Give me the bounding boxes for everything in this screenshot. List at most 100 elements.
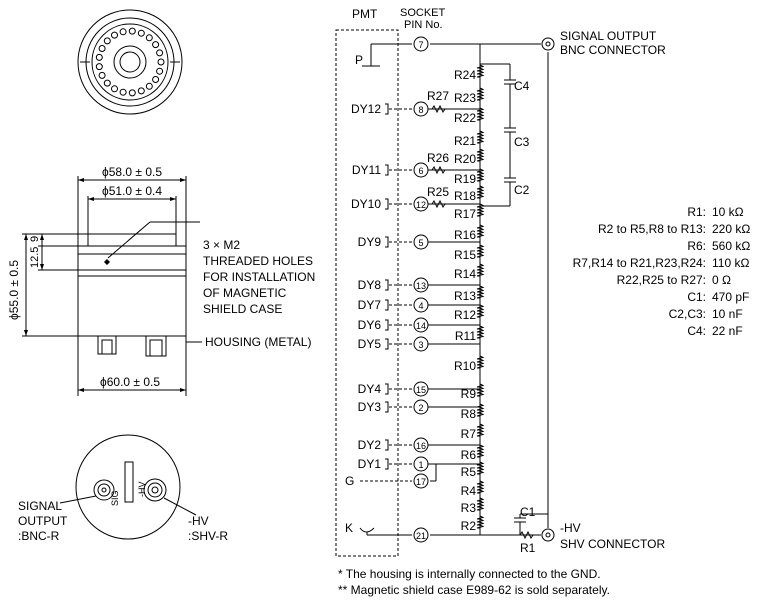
resistor-symbol: [431, 199, 446, 209]
socket-pin-hole: [119, 88, 127, 96]
resistor-symbol: [476, 285, 485, 299]
resistor-r3: R3: [461, 501, 477, 515]
dynode-symbol: [385, 319, 389, 331]
cathode-label: K: [345, 521, 353, 535]
resistor-symbol: [431, 165, 446, 175]
resistor-r16: R16: [454, 228, 476, 242]
pin-3-number: 3: [418, 340, 423, 350]
resistor-r14: R14: [454, 267, 476, 281]
housing-label: HOUSING (METAL): [205, 335, 311, 349]
bottom-hv-2: :SHV-R: [188, 529, 228, 543]
dynode-symbol: [385, 383, 389, 395]
dynode-symbol: [385, 439, 389, 451]
dynode-label-dy7: DY7: [358, 298, 382, 312]
pin-8-number: 8: [418, 105, 423, 115]
shv-connector-label: SHV CONNECTOR: [560, 537, 665, 551]
resistor-r15: R15: [454, 248, 476, 262]
socket-pin-hole: [152, 41, 160, 49]
holes-note-4: OF MAGNETIC: [203, 286, 287, 300]
resistor-symbol: [476, 444, 485, 458]
socket-pin-hole: [145, 34, 153, 42]
resistor-r20: R20: [454, 152, 476, 166]
socket-pin-hole: [95, 53, 103, 61]
socket-pin-hole: [103, 79, 111, 87]
dynode-symbol: [385, 299, 389, 311]
resistor-symbol: [476, 423, 485, 437]
capacitor-c1: C1: [520, 505, 536, 519]
hv-label: -HV: [560, 521, 581, 535]
pin-1-number: 1: [418, 460, 423, 470]
value-key: R1:: [687, 205, 706, 219]
pin-5-number: 5: [418, 238, 423, 248]
socket-pin-hole: [128, 89, 136, 97]
resistor-symbol: [476, 497, 485, 511]
pin-13-number: 13: [416, 281, 426, 291]
resistor-symbol: [476, 480, 485, 494]
resistor-symbol: [476, 461, 485, 475]
dynode-label-dy6: DY6: [358, 318, 382, 332]
holes-note-1: 3 × M2: [203, 238, 240, 252]
anode-label: P: [355, 53, 363, 67]
resistor-symbol: [476, 185, 485, 199]
socket-pin-hole: [145, 82, 153, 90]
resistor-r11: R11: [455, 329, 476, 343]
resistor-r26: R26: [427, 151, 449, 165]
socket-pin-hole: [111, 31, 118, 39]
dynode-symbol: [385, 338, 389, 350]
resistor-r22: R22: [454, 111, 476, 125]
pin-6-number: 6: [418, 166, 423, 176]
socket-pin-hole: [152, 76, 160, 83]
top-view-drawing: [77, 9, 183, 115]
resistor-r21: R21: [454, 134, 476, 148]
pin-7-number: 7: [418, 40, 423, 50]
resistor-r17: R17: [454, 207, 476, 221]
pin-17: [413, 473, 429, 489]
bnc-connector-label: BNC CONNECTOR: [560, 43, 666, 57]
resistor-symbol: [476, 383, 485, 397]
dim-9: 9: [29, 236, 41, 242]
value-key: R2 to R5,R8 to R13:: [598, 222, 706, 236]
value-key: C2,C3:: [669, 307, 706, 321]
dynode-symbol: [385, 198, 389, 210]
value-val: 110 kΩ: [712, 256, 749, 270]
pin-21: [413, 527, 429, 543]
resistor-r25: R25: [427, 185, 449, 199]
pin-21-number: 21: [416, 531, 426, 541]
resistor-r7: R7: [461, 427, 477, 441]
resistor-symbol: [476, 403, 485, 417]
pin-14-number: 14: [416, 321, 426, 331]
pin-5: [413, 234, 429, 250]
resistor-symbol: [476, 64, 485, 78]
resistor-symbol: [476, 244, 485, 258]
value-val: 0 Ω: [712, 273, 731, 287]
socket-pin-hole: [119, 28, 127, 36]
pin-7: [413, 36, 429, 52]
pin-15-number: 15: [416, 385, 426, 395]
resistor-r18: R18: [454, 189, 476, 203]
bottom-hv-1: -HV: [188, 514, 209, 528]
dynode-label-dy8: DY8: [358, 278, 382, 292]
dynode-label-dy3: DY3: [358, 400, 382, 414]
resistor-r8: R8: [461, 407, 477, 421]
socket-header: SOCKET: [400, 7, 446, 19]
resistor-r13: R13: [454, 289, 476, 303]
pin-16-number: 16: [416, 441, 426, 451]
capacitor-c2: C2: [514, 183, 530, 197]
bottom-view-drawing: [59, 434, 197, 540]
resistor-symbol: [476, 325, 485, 339]
resistor-symbol: [519, 530, 534, 540]
note-ground: * The housing is internally connected to…: [338, 567, 601, 581]
dynode-label-dy1: DY1: [358, 457, 382, 471]
dim-12-5: 12.5: [29, 247, 41, 268]
pin-16: [413, 437, 429, 453]
socket-pin-hole: [111, 85, 118, 93]
resistor-symbol: [476, 87, 485, 101]
resistor-r2: R2: [461, 519, 477, 533]
pin-12: [413, 196, 429, 212]
value-val: 22 nF: [712, 324, 743, 338]
socket-pin-hole: [156, 49, 164, 57]
pin-number-header: PIN No.: [404, 19, 443, 31]
resistor-r6: R6: [461, 448, 477, 462]
socket-pin-hole: [95, 63, 103, 71]
socket-pin-hole: [98, 45, 106, 52]
